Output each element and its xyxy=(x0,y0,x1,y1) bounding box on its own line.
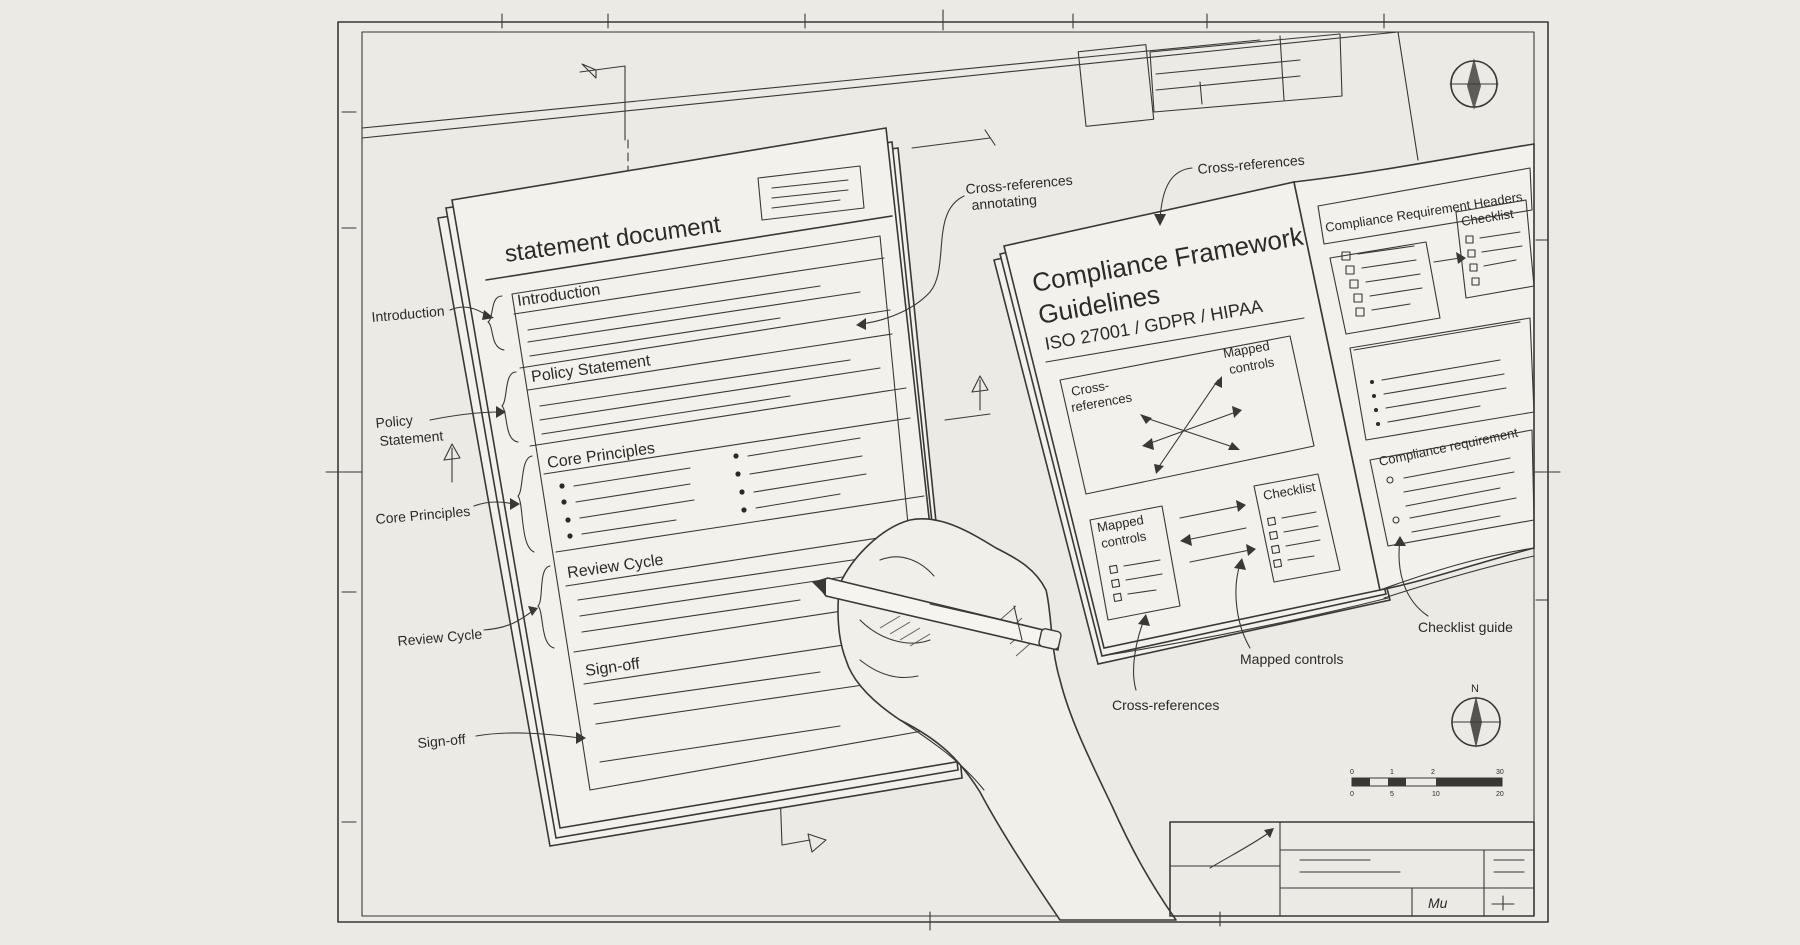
scale-top-3: 30 xyxy=(1496,769,1504,776)
callout-cross-references-top: Cross-references xyxy=(1197,152,1305,177)
north-letter: N xyxy=(1471,683,1479,695)
annotation-policy-line1: Policy xyxy=(375,412,414,431)
scale-bottom-1: 5 xyxy=(1390,791,1394,798)
scale-top-0: 0 xyxy=(1350,769,1354,776)
title-block: Mu xyxy=(1169,821,1535,917)
hand-with-pen xyxy=(812,518,1177,921)
cross-ref-note-line2: annotating xyxy=(971,191,1038,213)
scale-bottom-3: 20 xyxy=(1496,791,1504,798)
annotation-review-cycle: Review Cycle xyxy=(397,626,483,649)
annotation-sign-off: Sign-off xyxy=(417,731,466,751)
scale-bottom-0: 0 xyxy=(1350,791,1354,798)
title-block-signature: Mu xyxy=(1428,895,1448,911)
annotation-core-principles: Core Principles xyxy=(375,503,471,527)
callout-cross-references-bottom: Cross-references xyxy=(1112,697,1219,713)
annotation-introduction: Introduction xyxy=(371,303,445,325)
diagram-cross-line1: Cross- xyxy=(1070,378,1110,399)
drawing-frame xyxy=(325,9,1561,931)
callout-mapped-controls: Mapped controls xyxy=(1240,651,1344,667)
scale-top-1: 1 xyxy=(1390,769,1394,776)
compliance-book: Compliance Framework Guidelines ISO 2700… xyxy=(993,143,1535,665)
callout-checklist-guide: Checklist guide xyxy=(1418,619,1513,635)
scale-top-2: 2 xyxy=(1431,769,1435,776)
annotation-policy-line2: Statement xyxy=(379,427,444,449)
north-arrow-icon: N xyxy=(1451,683,1501,748)
statement-document: statement document Introduction Policy S… xyxy=(437,127,963,847)
scale-bottom-2: 10 xyxy=(1432,791,1440,798)
compass-rose-icon xyxy=(1449,58,1499,110)
scale-bar: 0 1 2 30 0 5 10 20 xyxy=(1350,769,1504,798)
